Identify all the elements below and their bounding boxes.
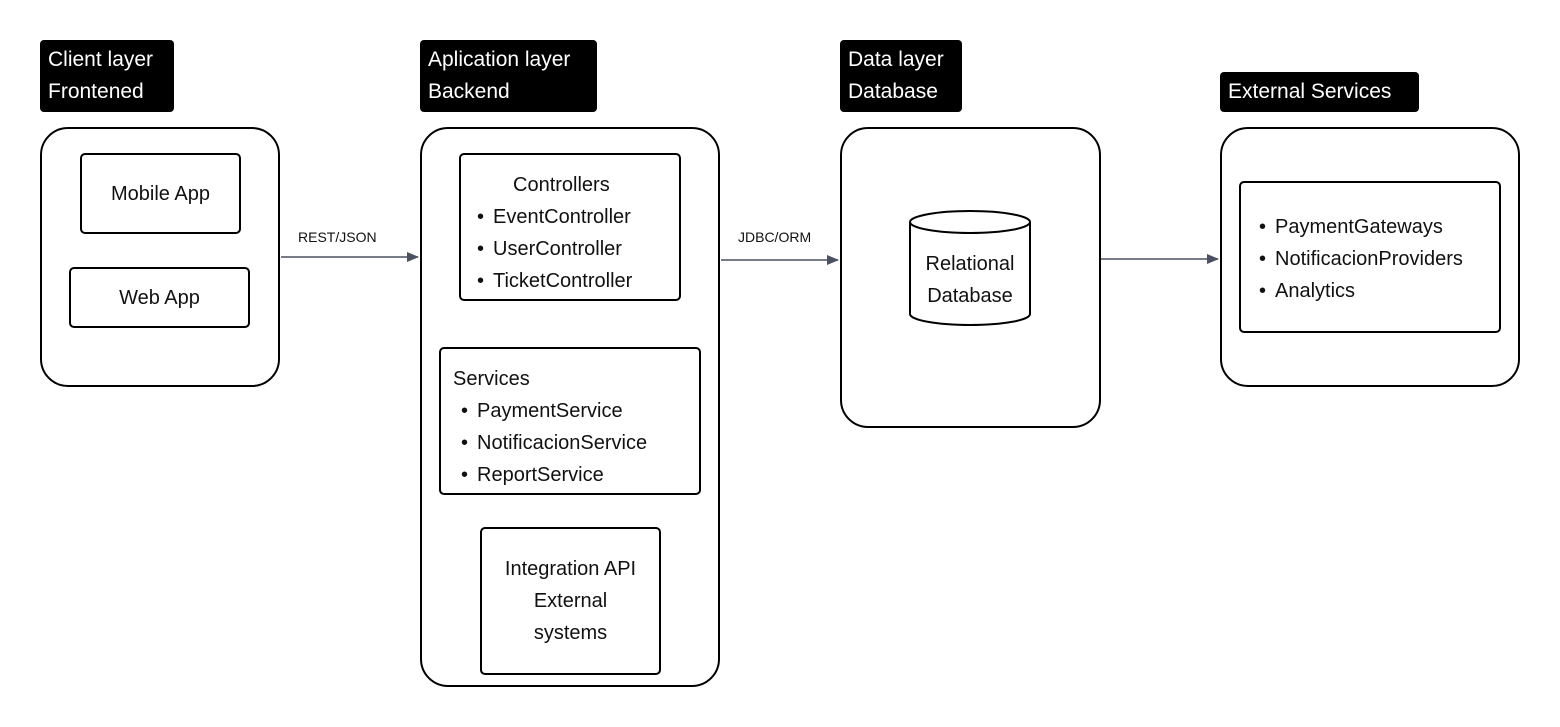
rest-json-label: REST/JSON [298, 229, 377, 245]
mobile-app-label: Mobile App [111, 182, 210, 205]
integration-api-box: Integration API External systems [480, 527, 661, 675]
external-services-box: PaymentGateways NotificacionProviders An… [1239, 181, 1501, 333]
list-item: EventController [475, 201, 679, 233]
web-app-label: Web App [119, 286, 200, 309]
external-layer-label: External Services [1220, 72, 1419, 112]
list-item: PaymentGateways [1257, 211, 1499, 243]
mobile-app-box: Mobile App [80, 153, 241, 234]
list-item: NotificacionProviders [1257, 243, 1499, 275]
integration-api-line1: Integration API [504, 558, 637, 580]
external-layer-title: External Services [1228, 80, 1392, 103]
services-box: Services PaymentService NotificacionServ… [439, 347, 701, 495]
data-layer-label: Data layer Database [840, 40, 962, 112]
list-item: ReportService [459, 459, 699, 491]
integration-api-line2: External [533, 590, 608, 612]
controllers-title: Controllers [513, 174, 610, 196]
controllers-box: Controllers EventController UserControll… [459, 153, 681, 301]
database-label: Relational Database [910, 248, 1030, 312]
application-layer-label: Aplication layer Backend [420, 40, 597, 112]
list-item: TicketController [475, 265, 679, 297]
client-layer-label: Client layer Frontened [40, 40, 174, 112]
jdbc-orm-label: JDBC/ORM [738, 229, 812, 245]
web-app-box: Web App [69, 267, 250, 328]
services-title: Services [453, 368, 530, 390]
data-layer-title: Data layer [848, 48, 944, 71]
external-services-list: PaymentGateways NotificacionProviders An… [1257, 211, 1499, 307]
client-layer-title: Client layer [48, 48, 154, 71]
database-cylinder-icon [909, 210, 1031, 326]
list-item: UserController [475, 233, 679, 265]
services-list: PaymentService NotificacionService Repor… [453, 395, 699, 491]
controllers-list: EventController UserController TicketCon… [475, 201, 679, 297]
application-layer-subtitle: Backend [428, 80, 510, 103]
database-label-line1: Relational [925, 253, 1015, 275]
client-layer-subtitle: Frontened [48, 80, 144, 103]
list-item: Analytics [1257, 275, 1499, 307]
data-layer-subtitle: Database [848, 80, 938, 103]
database-label-line2: Database [927, 285, 1013, 307]
application-layer-title: Aplication layer [428, 48, 571, 71]
integration-api-line3: systems [533, 622, 608, 644]
list-item: NotificacionService [459, 427, 699, 459]
list-item: PaymentService [459, 395, 699, 427]
